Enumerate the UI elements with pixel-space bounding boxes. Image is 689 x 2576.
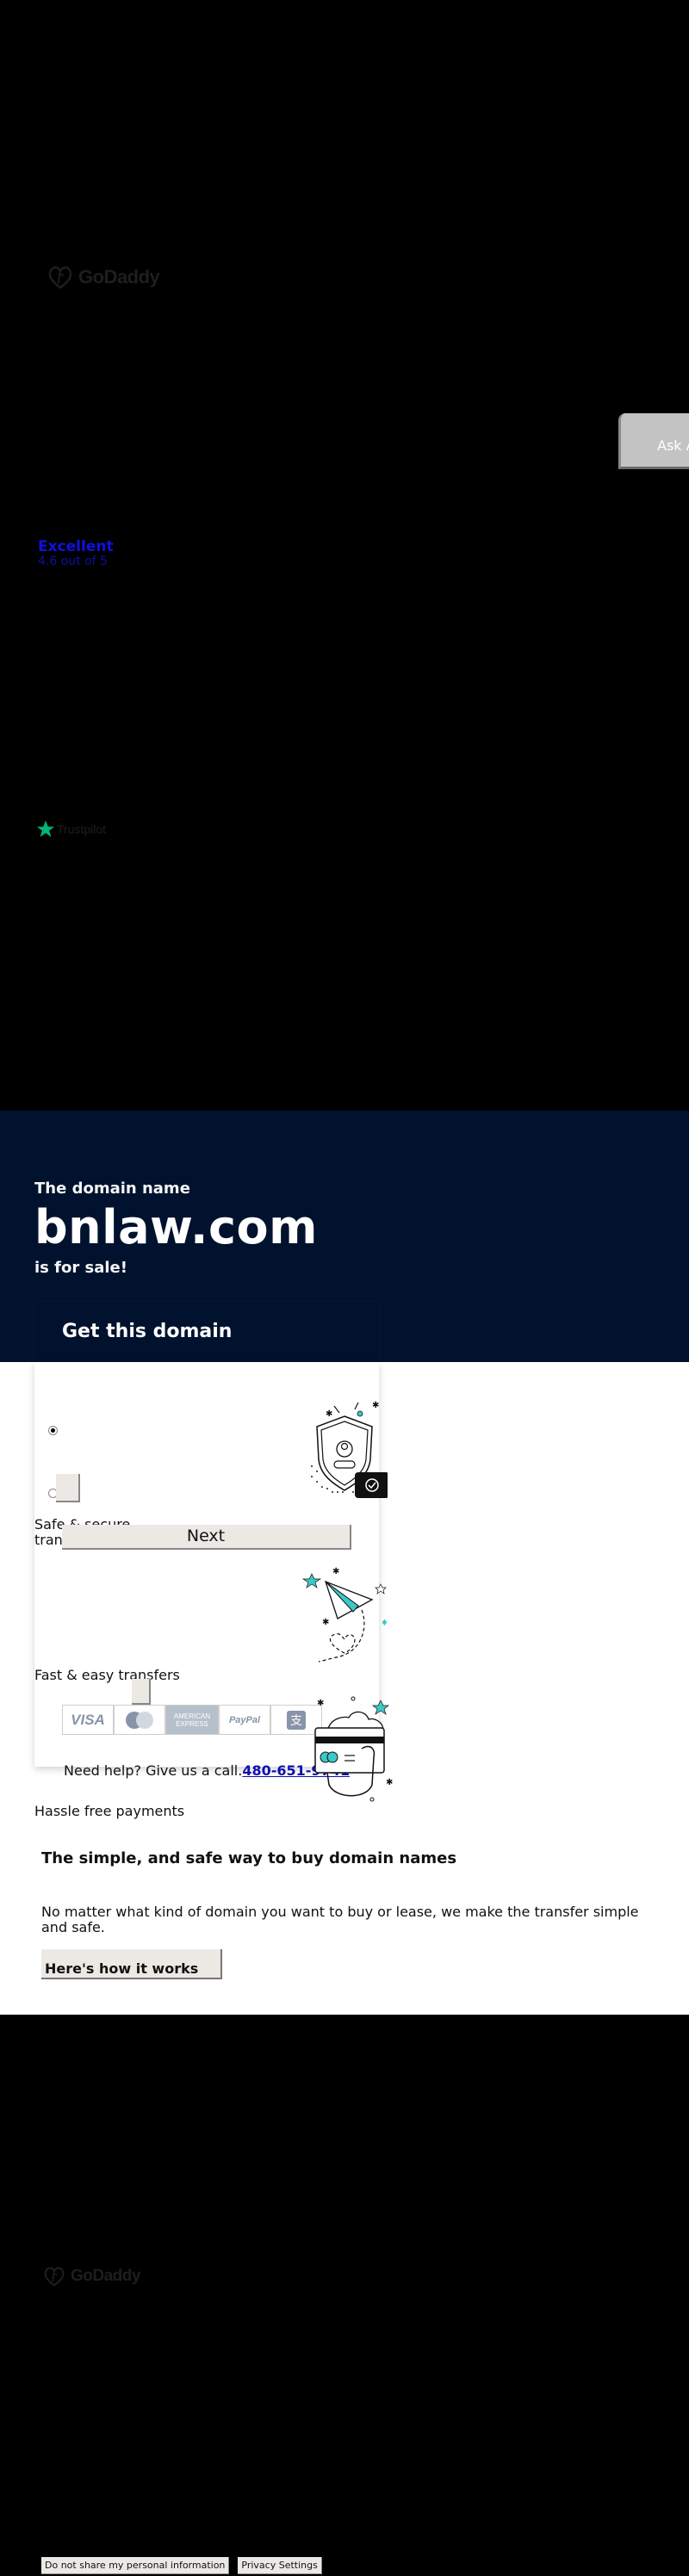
visa-icon: VISA (62, 1705, 114, 1735)
svg-text:✱: ✱ (326, 1409, 332, 1419)
payment-methods: VISA AMERICAN EXPRESS PayPal 支 (62, 1705, 322, 1735)
do-not-share-button[interactable]: Do not share my personal information (41, 2557, 230, 2574)
svg-text:✱: ✱ (322, 1618, 329, 1627)
svg-text:✱: ✱ (332, 1567, 339, 1576)
shield-user-illustration-icon: ✱✱ (311, 1401, 388, 1498)
rating-block: Excellent 4.6 out of 5 (38, 539, 114, 568)
footer-logo-text: GoDaddy (71, 2267, 140, 2285)
how-it-works-button[interactable]: Here's how it works (41, 1949, 222, 1979)
small-button[interactable] (56, 1474, 80, 1502)
info-heading: The simple, and safe way to buy domain n… (41, 1849, 457, 1867)
trustpilot-text: Trustpilot (57, 822, 107, 836)
godaddy-logo[interactable]: GoDaddy (47, 265, 160, 289)
domain-name: bnlaw.com (34, 1200, 318, 1254)
privacy-settings-button[interactable]: Privacy Settings (238, 2557, 322, 2574)
feature-hassle-label: Hassle free payments (34, 1803, 185, 1819)
footer-godaddy-logo[interactable]: GoDaddy (43, 2266, 140, 2287)
ask-button[interactable]: Ask A (618, 413, 689, 469)
svg-text:♦: ♦ (381, 1619, 388, 1628)
svg-text:✱: ✱ (317, 1699, 324, 1708)
svg-text:✱: ✱ (372, 1401, 379, 1410)
feature-fast-label: Fast & easy transfers (34, 1667, 180, 1683)
help-line: Need help? Give us a call.480-651-9741 (64, 1762, 350, 1779)
hero-post-title: is for sale! (34, 1259, 127, 1277)
logo-text: GoDaddy (78, 266, 160, 288)
next-button[interactable]: Next (62, 1525, 351, 1550)
option-radio-selected[interactable] (48, 1426, 58, 1435)
info-body: No matter what kind of domain you want t… (41, 1904, 639, 1935)
hero-pre-title: The domain name (34, 1180, 190, 1198)
help-text: Need help? Give us a call. (64, 1762, 243, 1779)
hero-section: The domain name bnlaw.com is for sale! G… (0, 1111, 689, 1362)
godaddy-heart-icon (48, 266, 72, 289)
alipay-icon: 支 (270, 1705, 322, 1735)
trustpilot-star-icon (36, 820, 55, 838)
mastercard-icon (114, 1705, 165, 1735)
small-button-2[interactable] (132, 1679, 151, 1705)
footer-buttons: Do not share my personal information Pri… (41, 2557, 322, 2574)
rating-title: Excellent (38, 538, 114, 555)
get-domain-title: Get this domain (62, 1321, 233, 1342)
rating-score: 4.6 out of 5 (38, 554, 108, 568)
svg-text:✱: ✱ (386, 1778, 393, 1787)
trustpilot-logo[interactable]: Trustpilot (36, 820, 106, 839)
paypal-icon: PayPal (219, 1705, 270, 1735)
godaddy-heart-icon (44, 2267, 65, 2287)
paper-plane-illustration-icon: ✱ ✱ ♦ (301, 1567, 388, 1663)
get-domain-header: Get this domain (34, 1302, 379, 1362)
amex-icon: AMERICAN EXPRESS (165, 1705, 219, 1735)
credit-card-hand-illustration-icon: ✱✱ (314, 1696, 393, 1802)
